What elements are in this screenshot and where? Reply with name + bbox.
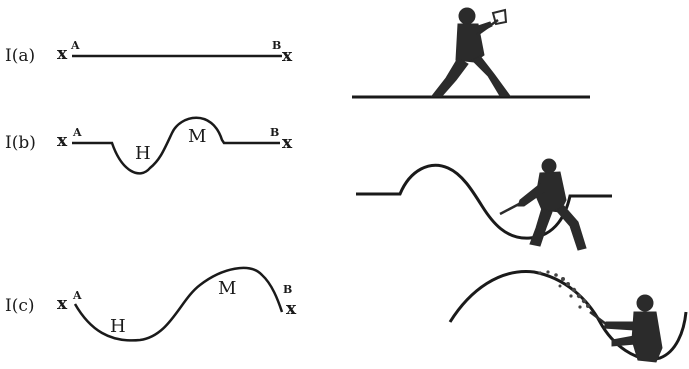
row-a-point-a: A xyxy=(71,39,80,52)
man-digging-figure-b xyxy=(499,158,587,251)
earth-spray xyxy=(538,270,590,309)
row-c-point-a: A xyxy=(73,289,82,302)
row-c-hole-letter: H xyxy=(110,316,126,337)
row-b-hole-letter: H xyxy=(135,143,151,164)
row-c-mound-letter: M xyxy=(218,278,237,299)
row-b-start-x: x xyxy=(57,131,68,151)
illustration-b xyxy=(356,158,612,251)
row-c-end-x: x xyxy=(286,299,297,319)
row-c-point-b: B xyxy=(283,283,293,296)
row-b-label: I(b) xyxy=(5,133,36,153)
row-a-point-b: B xyxy=(272,39,282,52)
man-shovel-figure-a xyxy=(430,7,511,97)
row-b-mound-letter: M xyxy=(188,126,207,147)
row-b-profile-line xyxy=(72,116,280,175)
row-b-end-x: x xyxy=(282,133,293,153)
row-a-end-x: x xyxy=(282,46,293,66)
row-c-label: I(c) xyxy=(5,296,35,316)
row-b-point-a: A xyxy=(73,126,82,139)
row-a-start-x: x xyxy=(57,44,68,64)
row-c-wave-line xyxy=(73,266,284,342)
illustration-c xyxy=(448,270,688,363)
row-a-label: I(a) xyxy=(5,46,36,66)
row-c-start-x: x xyxy=(57,294,68,314)
man-digging-figure-c xyxy=(589,294,663,363)
row-b-point-b: B xyxy=(270,126,280,139)
ground-profile-b xyxy=(356,163,612,240)
illustration-a xyxy=(352,7,590,99)
